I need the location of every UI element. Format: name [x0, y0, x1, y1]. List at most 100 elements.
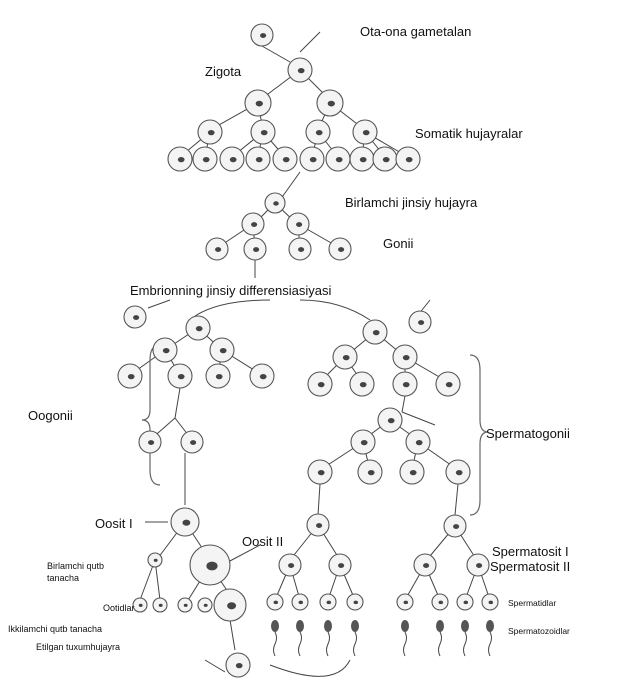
- spermatid-cell: [267, 594, 283, 610]
- spermatocyte-2-cell: [329, 554, 351, 576]
- somatic-cell: [306, 120, 330, 144]
- link-line: [300, 32, 320, 52]
- label-first-polar-body: Birlamchi qutb tanacha: [47, 560, 104, 584]
- spermatogonium-cell: [393, 345, 417, 369]
- spermatocyte-2-cell: [414, 554, 436, 576]
- spermatogonium-cell: [406, 430, 430, 454]
- oogonium-cell: [168, 364, 192, 388]
- link-line: [280, 172, 300, 200]
- oogonium-cell: [210, 338, 234, 362]
- spermatocyte-1-cell: [444, 515, 466, 537]
- label-zygote: Zigota: [205, 65, 241, 78]
- gonium-cell: [206, 238, 228, 260]
- label-oocyte-2: Oosit II: [242, 535, 283, 548]
- label-spermatozoids: Spermatozoidlar: [508, 627, 570, 636]
- spermatid-cell: [457, 594, 473, 610]
- oocyte-1-cell: [171, 508, 199, 536]
- label-mature-egg: Etilgan tuxumhujayra: [36, 643, 120, 652]
- label-spermatocyte-2: Spermatosit II: [490, 560, 570, 573]
- oogonium-cell: [153, 338, 177, 362]
- somatic-cell: [251, 120, 275, 144]
- spermatid-cell: [320, 594, 336, 610]
- link-line: [402, 396, 405, 412]
- spermatogonium-cell: [333, 345, 357, 369]
- spermatogonium-cell: [350, 372, 374, 396]
- somatic-cell: [168, 147, 192, 171]
- spermatogonium-cell: [446, 460, 470, 484]
- ootid-cell: [198, 598, 212, 612]
- label-second-polar-body: Ikkilamchi qutb tanacha: [8, 625, 102, 634]
- oogonium-cell: [250, 364, 274, 388]
- somatic-cell: [273, 147, 297, 171]
- label-embryo-sex-differentiation: Embrionning jinsiy differensiasiyasi: [130, 284, 331, 297]
- link-line: [230, 620, 235, 650]
- somatic-cell: [245, 90, 271, 116]
- primary-germ-cell: [265, 193, 285, 213]
- spermatozoid: [296, 620, 304, 656]
- somatic-cell: [193, 147, 217, 171]
- spermatogonium-cell: [351, 430, 375, 454]
- spermatogonium-cell: [308, 372, 332, 396]
- spermatid-cell: [397, 594, 413, 610]
- gonium-cell: [289, 238, 311, 260]
- spermatozoid: [351, 620, 359, 656]
- label-spermatocyte-1: Spermatosit I: [492, 545, 569, 558]
- somatic-cell: [198, 120, 222, 144]
- label-spermatogonia: Spermatogonii: [486, 427, 570, 440]
- oogonium-cell: [186, 316, 210, 340]
- spermatozoid: [324, 620, 332, 656]
- label-primary-germ-cell: Birlamchi jinsiy hujayra: [345, 196, 477, 209]
- label-ootids: Ootidlar: [103, 604, 135, 613]
- label-oogonia: Oogonii: [28, 409, 73, 422]
- spermatocyte-2-cell: [279, 554, 301, 576]
- ootid-cell: [214, 589, 246, 621]
- spermatogonium-cell: [409, 311, 431, 333]
- spermatozoid: [271, 620, 279, 656]
- link-line: [262, 46, 290, 62]
- somatic-cell: [246, 147, 270, 171]
- spermatogonium-cell: [378, 408, 402, 432]
- oogonium-cell: [206, 364, 230, 388]
- mature-egg-cell: [226, 653, 250, 677]
- oogonium-cell: [181, 431, 203, 453]
- spermatozoid: [436, 620, 444, 656]
- sperm-cells: [271, 620, 494, 656]
- oogonium-cell: [124, 306, 146, 328]
- spermatid-cell: [347, 594, 363, 610]
- link-line: [455, 484, 458, 515]
- label-parental-gametes: Ota-ona gametalan: [360, 25, 471, 38]
- somatic-cell: [326, 147, 350, 171]
- spermatocyte-1-cell: [307, 514, 329, 536]
- link-line: [402, 412, 435, 425]
- label-spermatids: Spermatidlar: [508, 599, 556, 608]
- oogonia-brace: [142, 345, 160, 485]
- germ-cell: [287, 213, 309, 235]
- parental-gamete: [251, 24, 273, 46]
- link-line: [175, 388, 180, 418]
- sex-differentiation-arrows: [148, 300, 430, 676]
- spermatogonium-cell: [400, 460, 424, 484]
- spermatid-cell: [432, 594, 448, 610]
- spermatid-cell: [292, 594, 308, 610]
- spermatogonium-cell: [358, 460, 382, 484]
- somatic-cell: [220, 147, 244, 171]
- germ-cell: [242, 213, 264, 235]
- somatic-cell: [353, 120, 377, 144]
- somatic-cell: [300, 147, 324, 171]
- zygote-cell: [288, 58, 312, 82]
- oogonium-cell: [139, 431, 161, 453]
- oocyte-2-cell: [190, 545, 230, 585]
- ootid-cell: [178, 598, 192, 612]
- label-somatic-cells: Somatik hujayralar: [415, 127, 523, 140]
- somatic-cell: [373, 147, 397, 171]
- spermatogonium-cell: [363, 320, 387, 344]
- spermatozoid: [461, 620, 469, 656]
- somatic-cell: [396, 147, 420, 171]
- gonium-cell: [329, 238, 351, 260]
- first-polar-body-cell: [148, 553, 162, 567]
- spermatozoid: [486, 620, 494, 656]
- label-oocyte-1: Oosit I: [95, 517, 133, 530]
- cells: [118, 24, 498, 677]
- spermatid-cell: [482, 594, 498, 610]
